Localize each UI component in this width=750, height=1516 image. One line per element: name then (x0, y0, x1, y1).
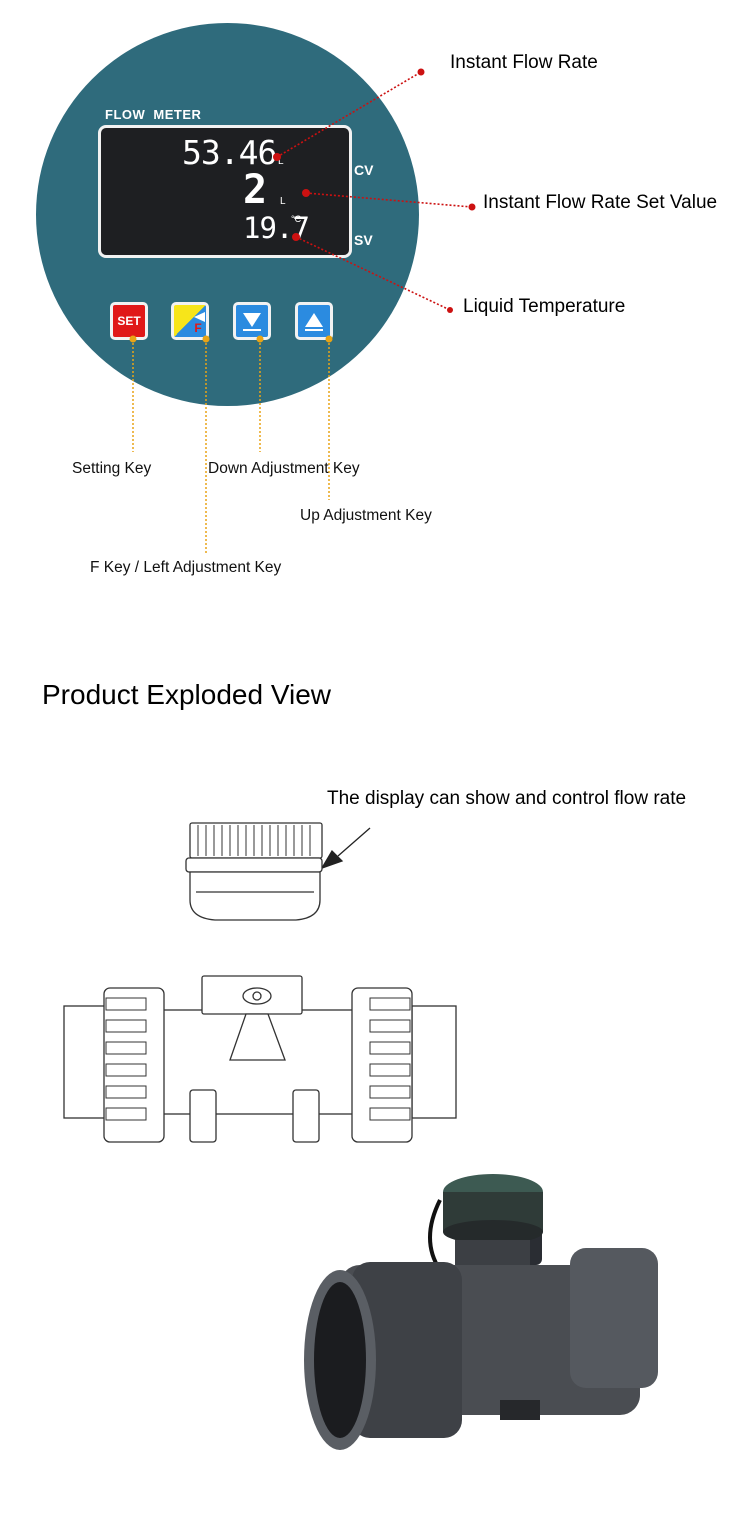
f-key[interactable]: F (171, 302, 209, 340)
display-pointer (320, 827, 371, 870)
display-note: The display can show and control flow ra… (327, 788, 687, 809)
dot-temperature-end (447, 307, 453, 313)
callout-up-key: Up Adjustment Key (300, 507, 432, 524)
callout-f-key: F Key / Left Adjustment Key (90, 559, 282, 576)
leader-set-value (305, 192, 473, 208)
up-key[interactable] (295, 302, 333, 340)
display-head-drawing (185, 822, 323, 921)
set-key[interactable]: SET (110, 302, 148, 340)
cv-label: CV (354, 162, 374, 178)
dot-instant-flow (273, 153, 281, 161)
callout-setting-key: Setting Key (72, 460, 152, 477)
callout-set-value: Instant Flow Rate Set Value (483, 192, 718, 213)
product-photo (304, 1174, 658, 1450)
leader-instant-flow (276, 71, 422, 158)
pipe-body-drawing (63, 975, 457, 1143)
down-key[interactable] (233, 302, 271, 340)
sv-label: SV (354, 232, 373, 248)
leader-temperature (295, 236, 451, 311)
down-arrow-icon (243, 313, 261, 331)
left-arrow-icon (194, 312, 206, 322)
flow-unit: L (278, 156, 284, 167)
set-value: 2 (243, 167, 268, 213)
dot-instant-flow-end (417, 68, 425, 76)
f-key-label: F (194, 321, 202, 335)
panel-title: FLOW METER (105, 107, 202, 122)
callout-liquid-temperature: Liquid Temperature (463, 296, 626, 317)
section-title: Product Exploded View (42, 679, 331, 710)
temp-unit: °C (291, 214, 302, 224)
dot-set-value-end (468, 203, 476, 211)
set-unit: L (280, 196, 286, 207)
dot-set-value (302, 189, 310, 197)
dot-temperature (292, 233, 300, 241)
flow-value: 53.46 (182, 133, 277, 172)
set-key-label: SET (117, 314, 141, 328)
up-arrow-icon (305, 313, 323, 331)
callout-down-key: Down Adjustment Key (208, 460, 360, 477)
leader-lines (129, 68, 476, 553)
callout-instant-flow-rate: Instant Flow Rate (450, 52, 598, 73)
